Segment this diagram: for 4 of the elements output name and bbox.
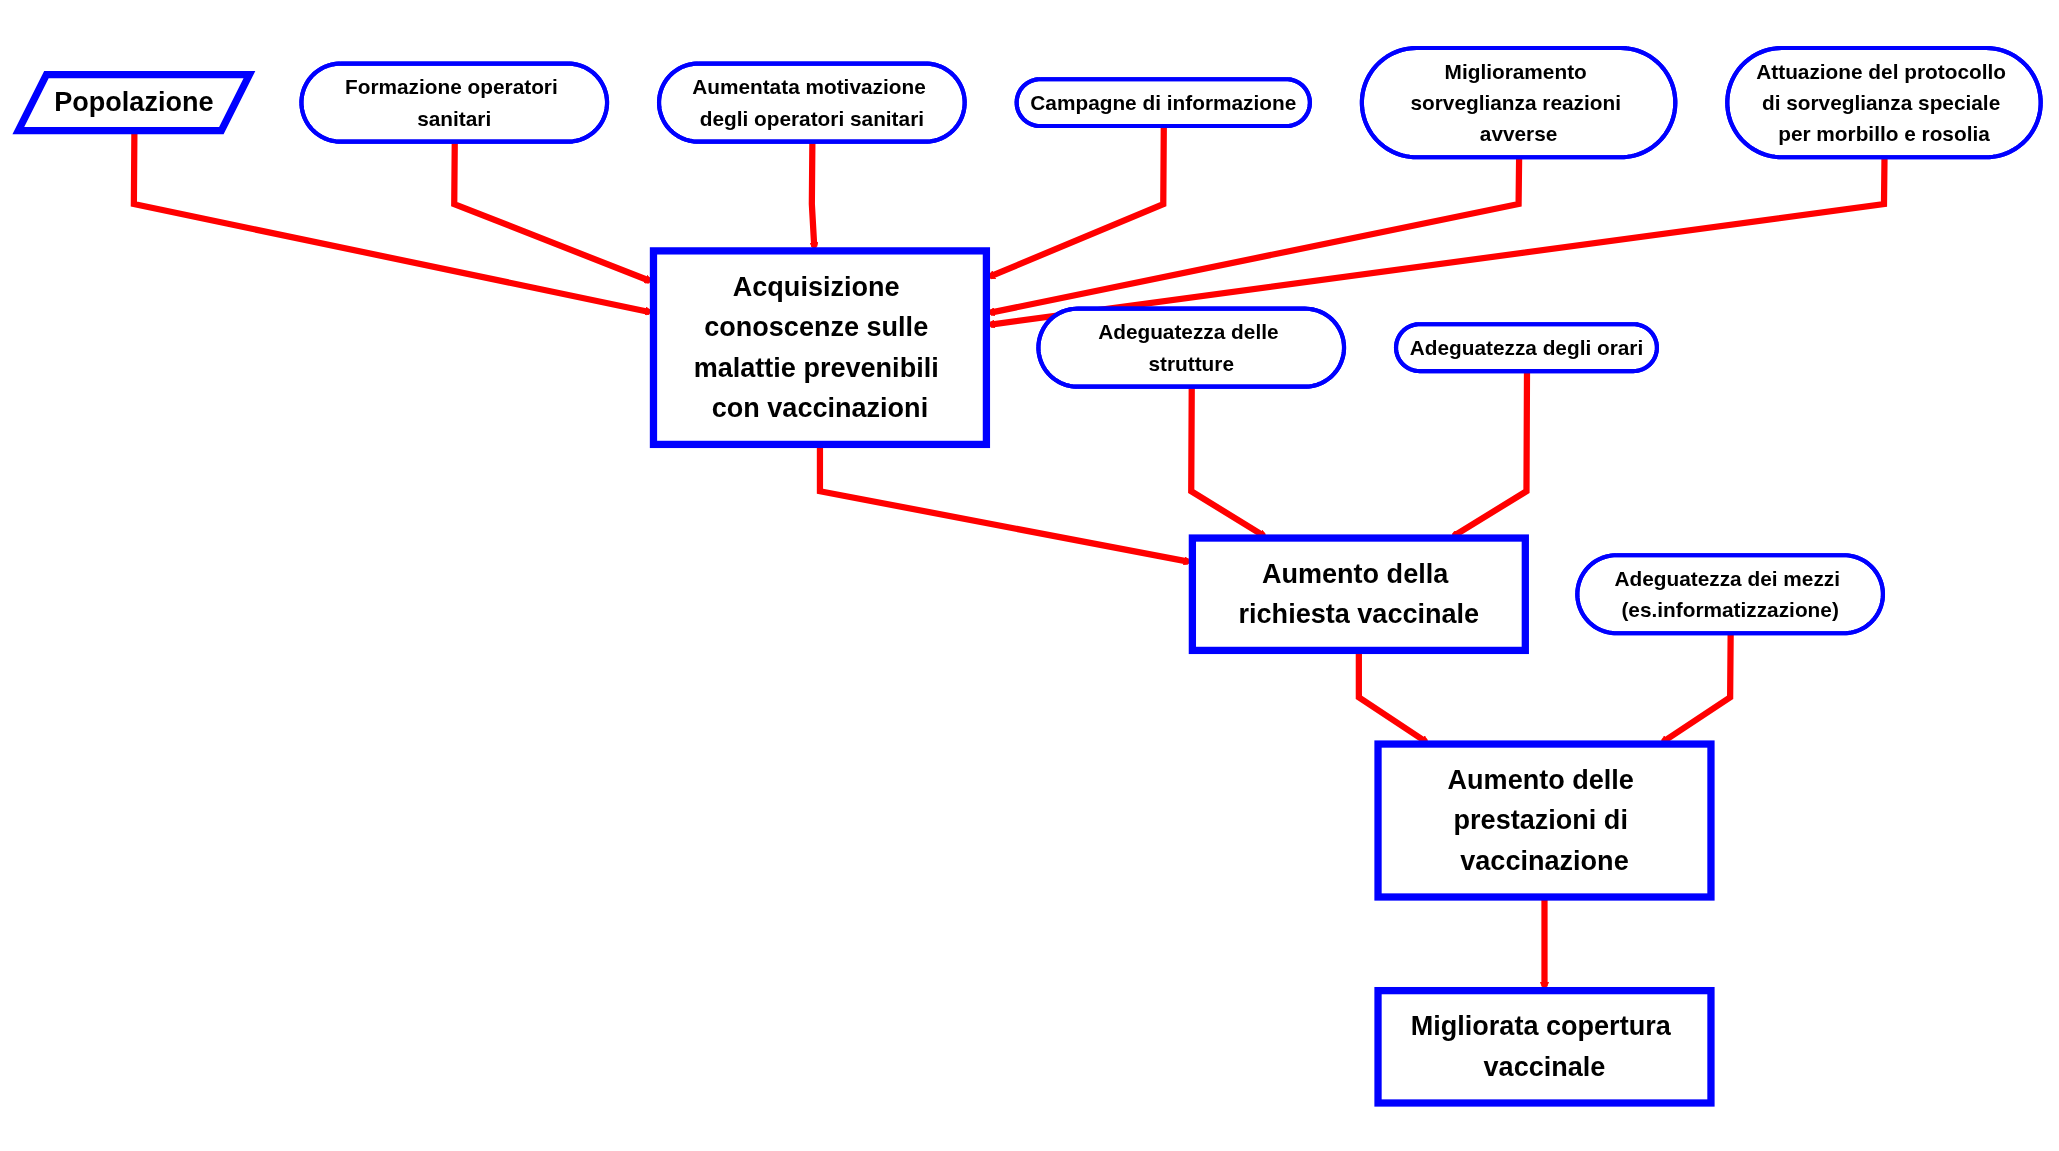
- node-box: Aumento delle prestazioni di vaccinazione: [1374, 740, 1715, 901]
- node-box: Migliorata copertura vaccinale: [1374, 987, 1715, 1107]
- node-box: Aumento della richiesta vaccinale: [1188, 534, 1529, 655]
- node-box: Acquisizione conoscenze sulle malattie prevenibili con vaccinazioni: [649, 247, 991, 449]
